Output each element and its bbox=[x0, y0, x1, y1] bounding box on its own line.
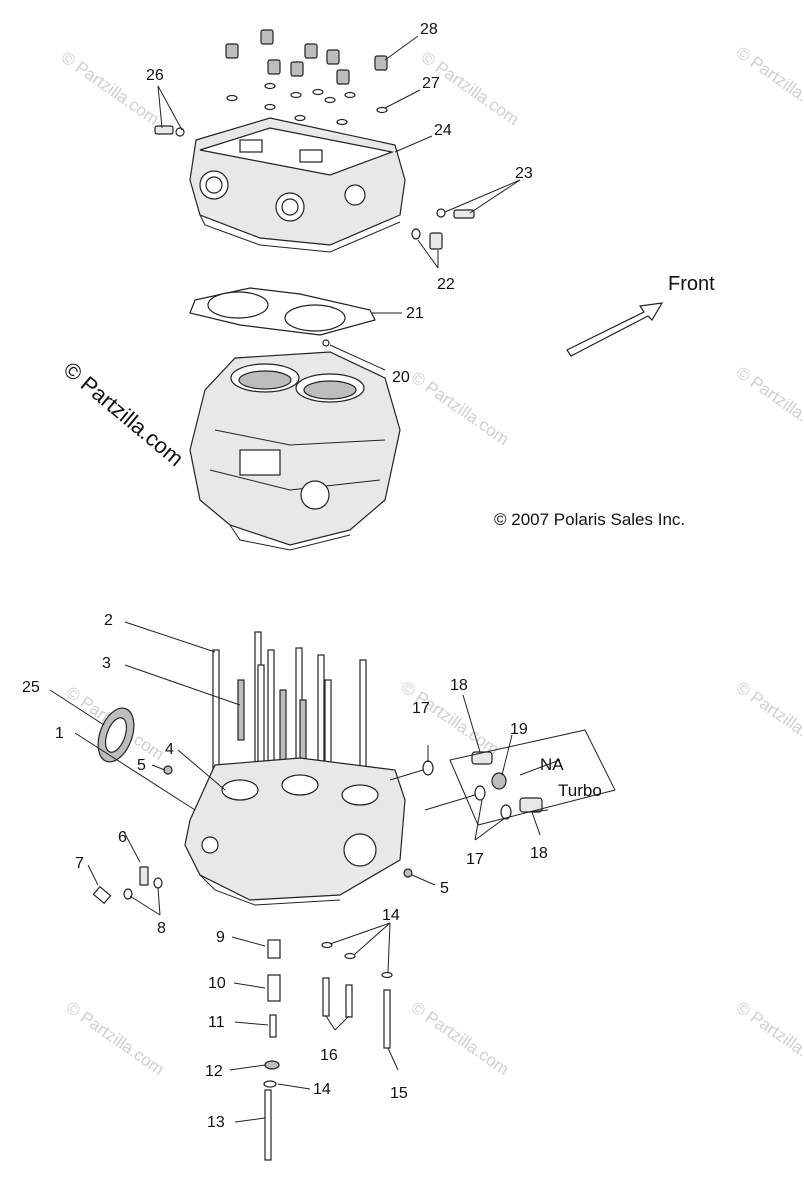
watermark: © Partzilla.com bbox=[733, 998, 804, 1079]
callout-25: 25 bbox=[22, 679, 40, 696]
callout-18b: 18 bbox=[530, 845, 548, 862]
callout-19: 19 bbox=[510, 721, 528, 738]
crank-seal bbox=[97, 707, 135, 763]
washer bbox=[321, 941, 333, 949]
callout-8: 8 bbox=[157, 920, 166, 937]
variant-box bbox=[449, 729, 616, 826]
callout-15: 15 bbox=[390, 1085, 408, 1102]
callout-7: 7 bbox=[75, 855, 84, 872]
sleeve bbox=[267, 974, 281, 1002]
turbo-label: Turbo bbox=[558, 781, 602, 800]
bolt bbox=[345, 984, 353, 1018]
callout-24: 24 bbox=[434, 122, 452, 139]
valve-spring-washers bbox=[226, 82, 388, 126]
watermark: © Partzilla.com bbox=[733, 678, 804, 759]
washer bbox=[123, 888, 133, 900]
watermark: © Partzilla.com bbox=[408, 368, 513, 449]
fittings-23 bbox=[436, 208, 475, 219]
crankcase-group bbox=[92, 631, 616, 1161]
plug bbox=[403, 868, 413, 878]
callout-1: 1 bbox=[55, 725, 64, 742]
bolt bbox=[322, 977, 330, 1017]
watermark: © Partzilla.com bbox=[733, 43, 804, 124]
cylinder-block bbox=[189, 351, 401, 551]
bolt bbox=[92, 885, 112, 905]
callout-27: 27 bbox=[422, 75, 440, 92]
callout-20: 20 bbox=[392, 369, 410, 386]
callout-10: 10 bbox=[208, 975, 226, 992]
watermark-main: © Partzilla.com bbox=[59, 357, 189, 471]
callout-13: 13 bbox=[207, 1114, 225, 1131]
callout-5a: 5 bbox=[137, 757, 146, 774]
head-gasket bbox=[189, 287, 376, 347]
plug bbox=[163, 765, 173, 775]
callout-5b: 5 bbox=[440, 880, 449, 897]
callout-23: 23 bbox=[515, 165, 533, 182]
stud bbox=[269, 1014, 277, 1038]
callout-26: 26 bbox=[146, 67, 164, 84]
cylinder-head-group bbox=[154, 29, 475, 253]
callout-14a: 14 bbox=[382, 907, 400, 924]
callout-17b: 17 bbox=[466, 851, 484, 868]
valve-stem-seals bbox=[225, 29, 388, 85]
fitting-na bbox=[471, 751, 493, 765]
o-ring bbox=[422, 760, 434, 776]
callout-9: 9 bbox=[216, 929, 225, 946]
long-bolt bbox=[264, 1089, 272, 1161]
crankcase bbox=[184, 757, 406, 906]
cylinder-head bbox=[189, 117, 406, 253]
callout-18a: 18 bbox=[450, 677, 468, 694]
dowel bbox=[267, 939, 281, 959]
washer bbox=[344, 952, 356, 960]
copyright-text: © 2007 Polaris Sales Inc. bbox=[494, 510, 685, 529]
watermark: © Partzilla.com bbox=[58, 48, 163, 129]
leader-lines bbox=[49, 35, 561, 1123]
watermark: © Partzilla.com bbox=[733, 363, 804, 444]
callout-2: 2 bbox=[104, 612, 113, 629]
callout-labels: 28 27 24 23 22 21 20 26 2 3 25 4 5 1 6 7… bbox=[22, 21, 602, 1131]
temperature-sensor bbox=[154, 125, 185, 137]
callout-22: 22 bbox=[437, 276, 455, 293]
o-ring bbox=[474, 785, 486, 801]
washer bbox=[153, 877, 163, 889]
watermark: © Partzilla.com bbox=[408, 998, 513, 1079]
callout-14b: 14 bbox=[313, 1081, 331, 1098]
na-label: NA bbox=[540, 755, 564, 774]
callout-4: 4 bbox=[165, 741, 174, 758]
watermark: © Partzilla.com bbox=[63, 998, 168, 1079]
plug-na bbox=[491, 772, 507, 790]
callout-11: 11 bbox=[208, 1014, 225, 1031]
washer bbox=[264, 1060, 280, 1070]
callout-17a: 17 bbox=[412, 700, 430, 717]
washer bbox=[263, 1080, 277, 1088]
fitting bbox=[139, 866, 149, 886]
callout-28: 28 bbox=[420, 21, 438, 38]
front-label: Front bbox=[668, 273, 715, 295]
callout-16: 16 bbox=[320, 1047, 338, 1064]
callout-3: 3 bbox=[102, 655, 111, 672]
callout-12: 12 bbox=[205, 1063, 223, 1080]
o-ring bbox=[500, 804, 512, 820]
bolt bbox=[383, 989, 391, 1049]
callout-21: 21 bbox=[406, 305, 424, 322]
front-arrow: Front bbox=[566, 273, 715, 357]
watermark-group: © Partzilla.com © Partzilla.com © Partzi… bbox=[58, 43, 804, 1079]
callout-6: 6 bbox=[118, 829, 127, 846]
fittings-22 bbox=[411, 228, 443, 250]
washer bbox=[381, 971, 393, 979]
